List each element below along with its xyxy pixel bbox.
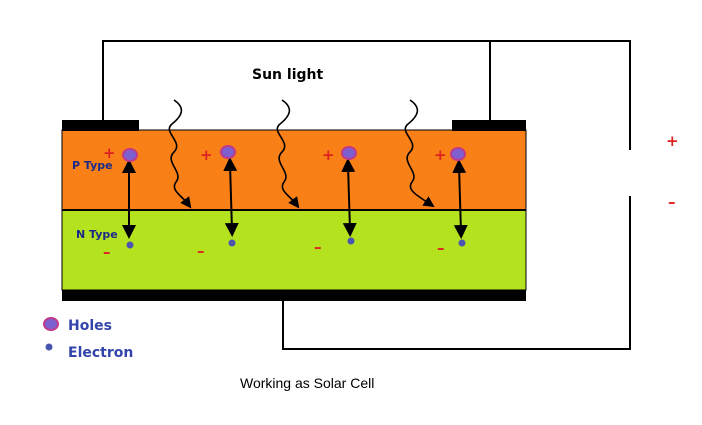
terminal-positive-sign: +: [666, 132, 679, 150]
electron-minus-sign: –: [437, 239, 445, 257]
hole-plus-sign: +: [322, 146, 335, 164]
carrier-arrow: [452, 159, 468, 239]
legend-holes-label: Holes: [68, 318, 112, 334]
light-ray: [404, 99, 435, 208]
hole-plus-sign: +: [103, 144, 116, 162]
electron-minus-sign: –: [314, 238, 322, 256]
electron: [228, 239, 236, 247]
external-circuit: [102, 40, 631, 350]
top-wire: [102, 40, 631, 150]
electron-minus-sign: –: [197, 242, 205, 260]
legend-electron-icon: [45, 343, 53, 351]
diagram-caption: Working as Solar Cell: [240, 375, 374, 391]
electron: [458, 239, 466, 247]
legend: Holes Electron: [43, 317, 133, 361]
terminal-negative-sign: –: [668, 193, 676, 211]
legend-hole-icon: [43, 317, 59, 331]
legend-electron-label: Electron: [68, 345, 133, 361]
light-ray: [168, 99, 192, 209]
sunlight-label: Sun light: [252, 67, 323, 83]
p-type-layer: [61, 129, 527, 211]
p-type-label: P Type: [72, 159, 113, 172]
carrier-arrow: [223, 157, 239, 237]
hole: [220, 145, 236, 159]
sunlight-rays: [168, 99, 435, 209]
holes: [122, 145, 466, 162]
electrons: [126, 237, 466, 249]
electron: [347, 237, 355, 245]
bottom-wire: [282, 196, 631, 350]
n-type-label: N Type: [76, 228, 118, 241]
carrier-arrows: [122, 157, 468, 239]
top-left-contact: [62, 120, 139, 131]
light-ray: [276, 99, 300, 209]
hole-plus-sign: +: [434, 146, 447, 164]
top-right-contact: [452, 120, 526, 131]
electron-minus-sign: –: [103, 243, 111, 261]
electron: [126, 241, 134, 249]
bottom-contact: [62, 290, 526, 301]
carrier-arrow: [341, 158, 357, 237]
hole-plus-sign: +: [200, 146, 213, 164]
hole: [341, 146, 357, 160]
n-type-layer: [61, 209, 527, 291]
hole: [122, 148, 138, 162]
hole: [450, 147, 466, 161]
